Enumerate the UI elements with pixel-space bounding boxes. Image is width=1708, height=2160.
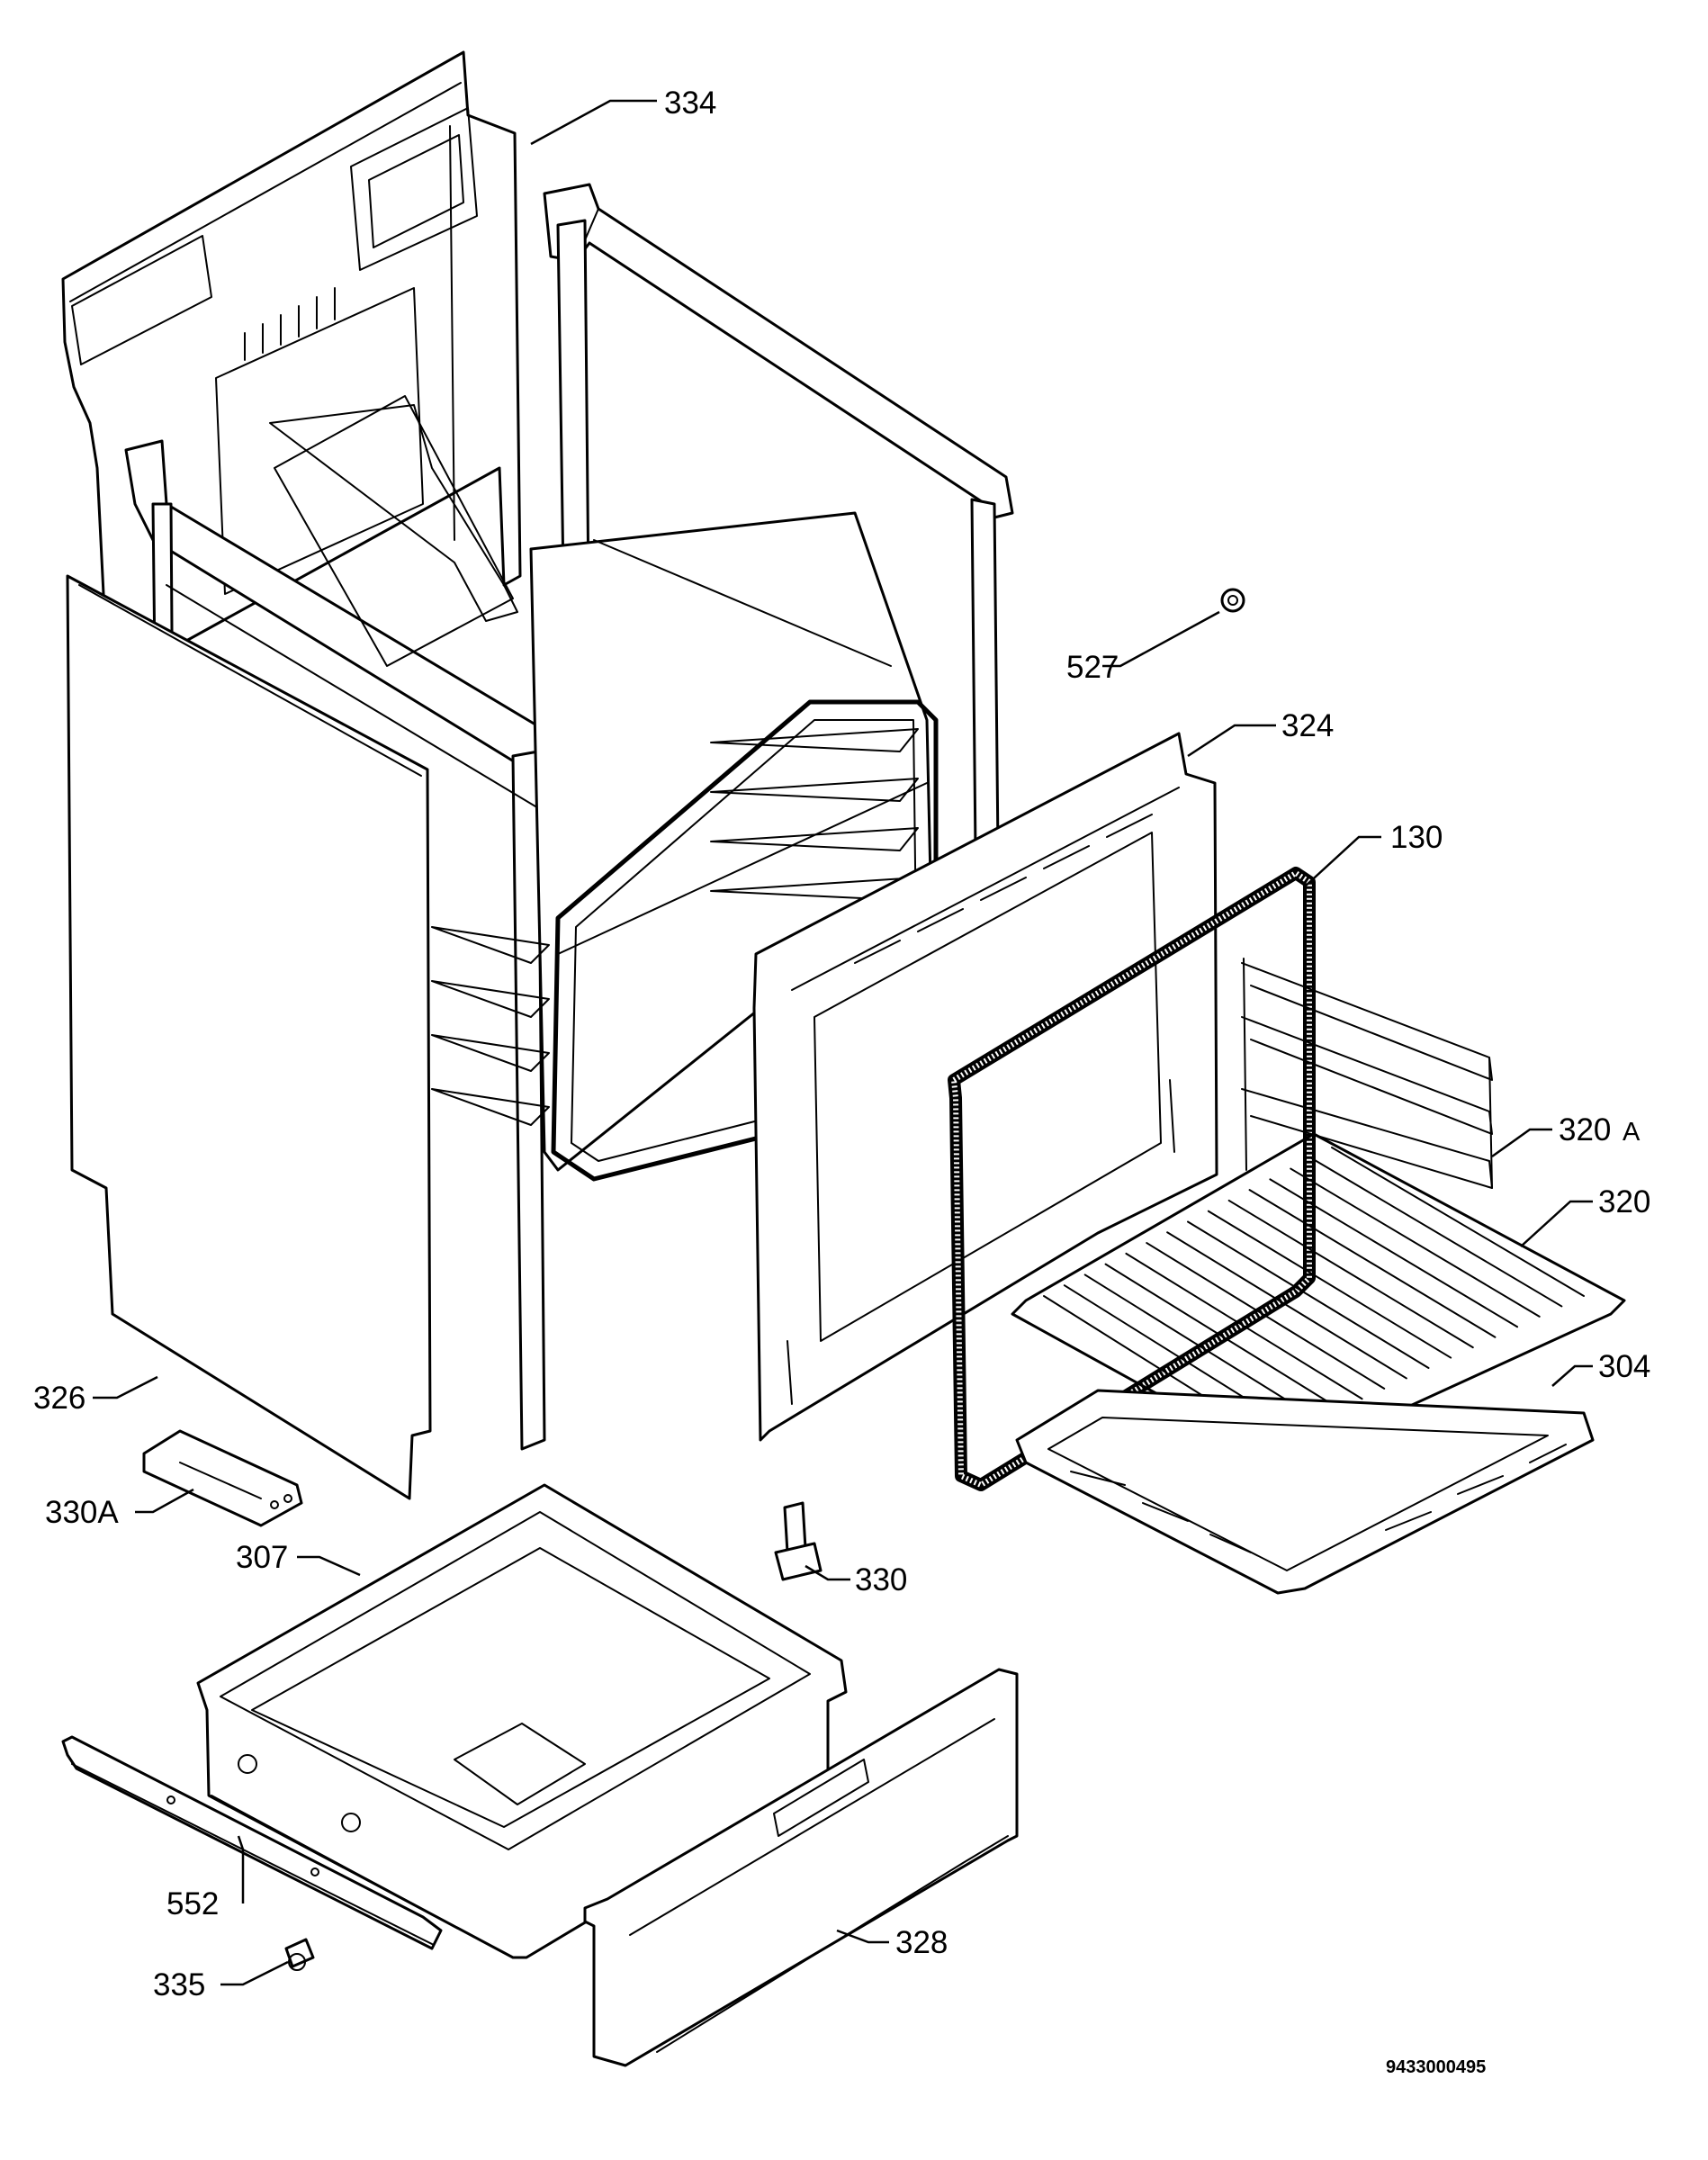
leader-326: [93, 1375, 158, 1400]
callout-304: 304: [1598, 1349, 1650, 1384]
callout-324: 324: [1281, 708, 1334, 743]
leader-330a: [135, 1488, 194, 1514]
shelf-wires: [1043, 1147, 1585, 1441]
callout-334: 334: [664, 86, 716, 121]
callout-552: 552: [166, 1886, 219, 1922]
part-330-screw: [774, 1501, 823, 1581]
callout-330a: 330A: [45, 1495, 119, 1530]
leader-307: [297, 1555, 361, 1577]
leader-334: [530, 99, 657, 146]
shelf-wire: [1207, 1210, 1452, 1359]
shelf-wire: [1125, 1252, 1363, 1400]
callout-320: 320: [1598, 1184, 1650, 1220]
callout-320a-suffix: A: [1623, 1118, 1641, 1147]
leader-304: [1551, 1364, 1593, 1387]
shelf-wire: [1227, 1199, 1474, 1349]
front-frame-vents: [854, 814, 1153, 964]
part-330a-bracket: [142, 1429, 303, 1527]
callout-335: 335: [153, 1967, 205, 2002]
callout-328: 328: [895, 1925, 948, 1960]
vent-slots: [244, 287, 336, 361]
shelf-wire: [1187, 1220, 1430, 1369]
part-527-nut: [1220, 588, 1245, 613]
part-320a-side-runners: [1241, 958, 1493, 1189]
part-304-baking-tray: [1015, 1389, 1595, 1595]
callout-307: 307: [236, 1540, 288, 1575]
part-326-side-panel: [66, 574, 432, 1500]
shelf-wire: [1166, 1231, 1407, 1380]
part-335-screw: [284, 1938, 315, 1971]
shelf-wire: [1290, 1167, 1541, 1318]
callout-130: 130: [1390, 820, 1443, 855]
leader-328: [836, 1929, 889, 1944]
shelf-wire: [1104, 1263, 1341, 1410]
leader-320: [1520, 1200, 1593, 1247]
callout-labels: 334 527 324 130 320 A 320 304 326 330A 3…: [33, 86, 1650, 2077]
part-328-drawer-front: [583, 1668, 1019, 2067]
callout-326: 326: [33, 1381, 85, 1416]
muffle-shelf-runners: [431, 728, 919, 1126]
leader-320a: [1491, 1128, 1552, 1158]
shelf-wire: [1310, 1156, 1563, 1308]
leader-552: [237, 1835, 245, 1904]
callout-330: 330: [855, 1562, 907, 1598]
oven-frame: [124, 183, 1014, 1451]
leader-335: [220, 1960, 289, 1986]
callout-527: 527: [1066, 650, 1119, 685]
leader-lines: [93, 99, 1593, 1986]
shelf-wire: [1269, 1178, 1519, 1328]
part-552-runner-rail: [61, 1735, 443, 1950]
shelf-wire: [1331, 1147, 1585, 1297]
part-130-door-gasket: [948, 867, 1316, 1491]
leader-330: [805, 1564, 850, 1581]
shelf-wire: [1083, 1274, 1319, 1421]
leader-324: [1187, 724, 1276, 758]
drawing-code: 9433000495: [1386, 2057, 1486, 2077]
leader-130: [1304, 835, 1381, 887]
part-324-front-frame: [752, 732, 1218, 1442]
part-307-drawer: [196, 1483, 848, 1959]
callout-320a-number: 320: [1559, 1112, 1611, 1148]
shelf-wire: [1146, 1242, 1386, 1390]
leader-527: [1102, 610, 1220, 668]
shelf-wire: [1248, 1189, 1497, 1338]
part-320-wire-shelf: [1011, 1132, 1626, 1460]
